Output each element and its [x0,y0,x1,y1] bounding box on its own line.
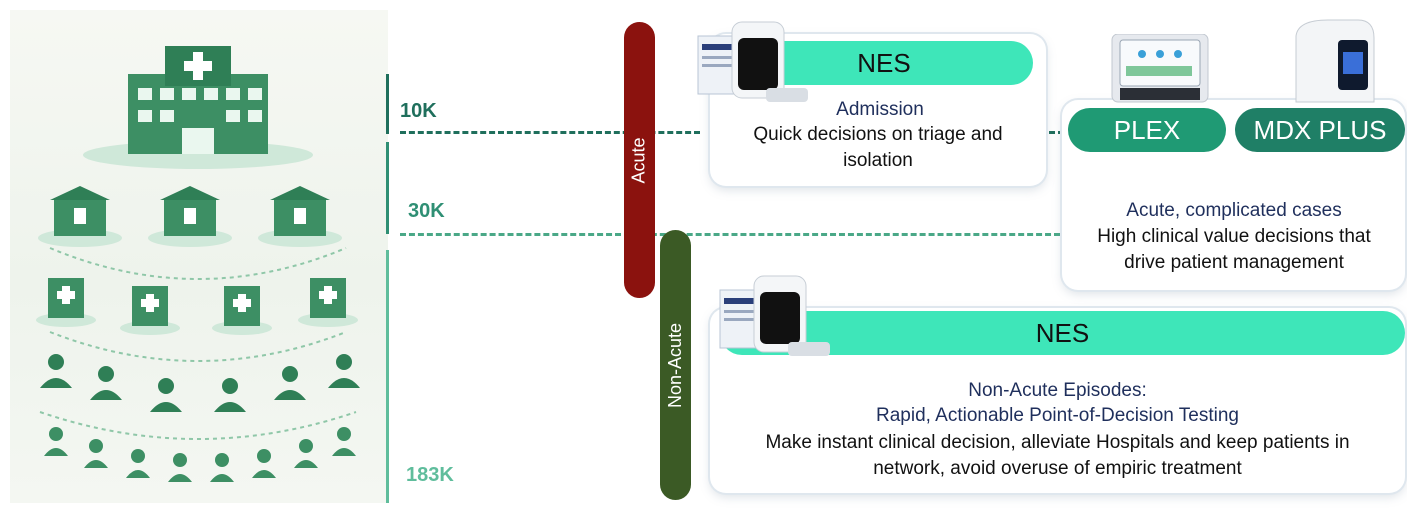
nes-device-image [697,21,808,102]
plex-device-image [1111,34,1209,103]
scale-segment-tier3 [386,250,389,503]
admission-heading: Admission [836,99,924,120]
non-acute-desc-line2: network, avoid overuse of empiric treatm… [873,458,1242,479]
non-acute-heading2: Rapid, Actionable Point-of-Decision Test… [876,405,1239,426]
clinician-row-icons [39,354,360,440]
hospital-icon [83,46,313,169]
admission-nes-badge: NES [735,41,1033,85]
patient-row-icons [44,427,356,482]
connector-admission-to-complicated [1040,131,1064,134]
facility-pyramid-graphic [36,46,360,482]
plex-badge-label: PLEX [1113,114,1181,145]
non-acute-nes-badge: NES [720,311,1405,355]
scale-segment-tier2 [386,142,389,234]
non-acute-heading1: Non-Acute Episodes: [968,380,1147,401]
non-acute-pill: Non-Acute [660,230,691,500]
plex-badge: PLEX [1068,108,1226,152]
acute-pill-label: Acute [629,136,649,184]
facility-hierarchy-illustration [10,10,388,503]
tier3-label: 183K [406,464,454,486]
complicated-desc-line2: drive patient management [1124,252,1344,273]
scale-segment-tier1 [386,74,389,134]
admission-desc-line2: isolation [843,150,913,171]
non-acute-pill-label: Non-Acute [665,322,686,408]
non-acute-desc-line1: Make instant clinical decision, alleviat… [765,432,1350,453]
nes-device-image-non-acute [719,275,830,356]
tier2-label: 30K [408,200,445,222]
connector-tier1-to-admission [400,131,700,134]
admission-desc-line1: Quick decisions on triage and [753,124,1003,145]
connector-tier2-to-complicated [400,233,1060,236]
acute-pill: Acute [624,22,655,298]
mdx-plus-badge: MDX PLUS [1235,108,1405,152]
complicated-desc-line1: High clinical value decisions that [1097,226,1371,247]
complicated-heading: Acute, complicated cases [1126,200,1342,221]
mdx-plus-device-image [1295,19,1375,103]
tier1-label: 10K [400,100,437,122]
non-acute-nes-badge-label: NES [1035,317,1090,348]
small-clinic-row-icons [36,278,358,362]
clinic-row-icons [38,186,347,280]
admission-nes-badge-label: NES [857,47,911,78]
mdx-plus-badge-label: MDX PLUS [1253,114,1387,145]
